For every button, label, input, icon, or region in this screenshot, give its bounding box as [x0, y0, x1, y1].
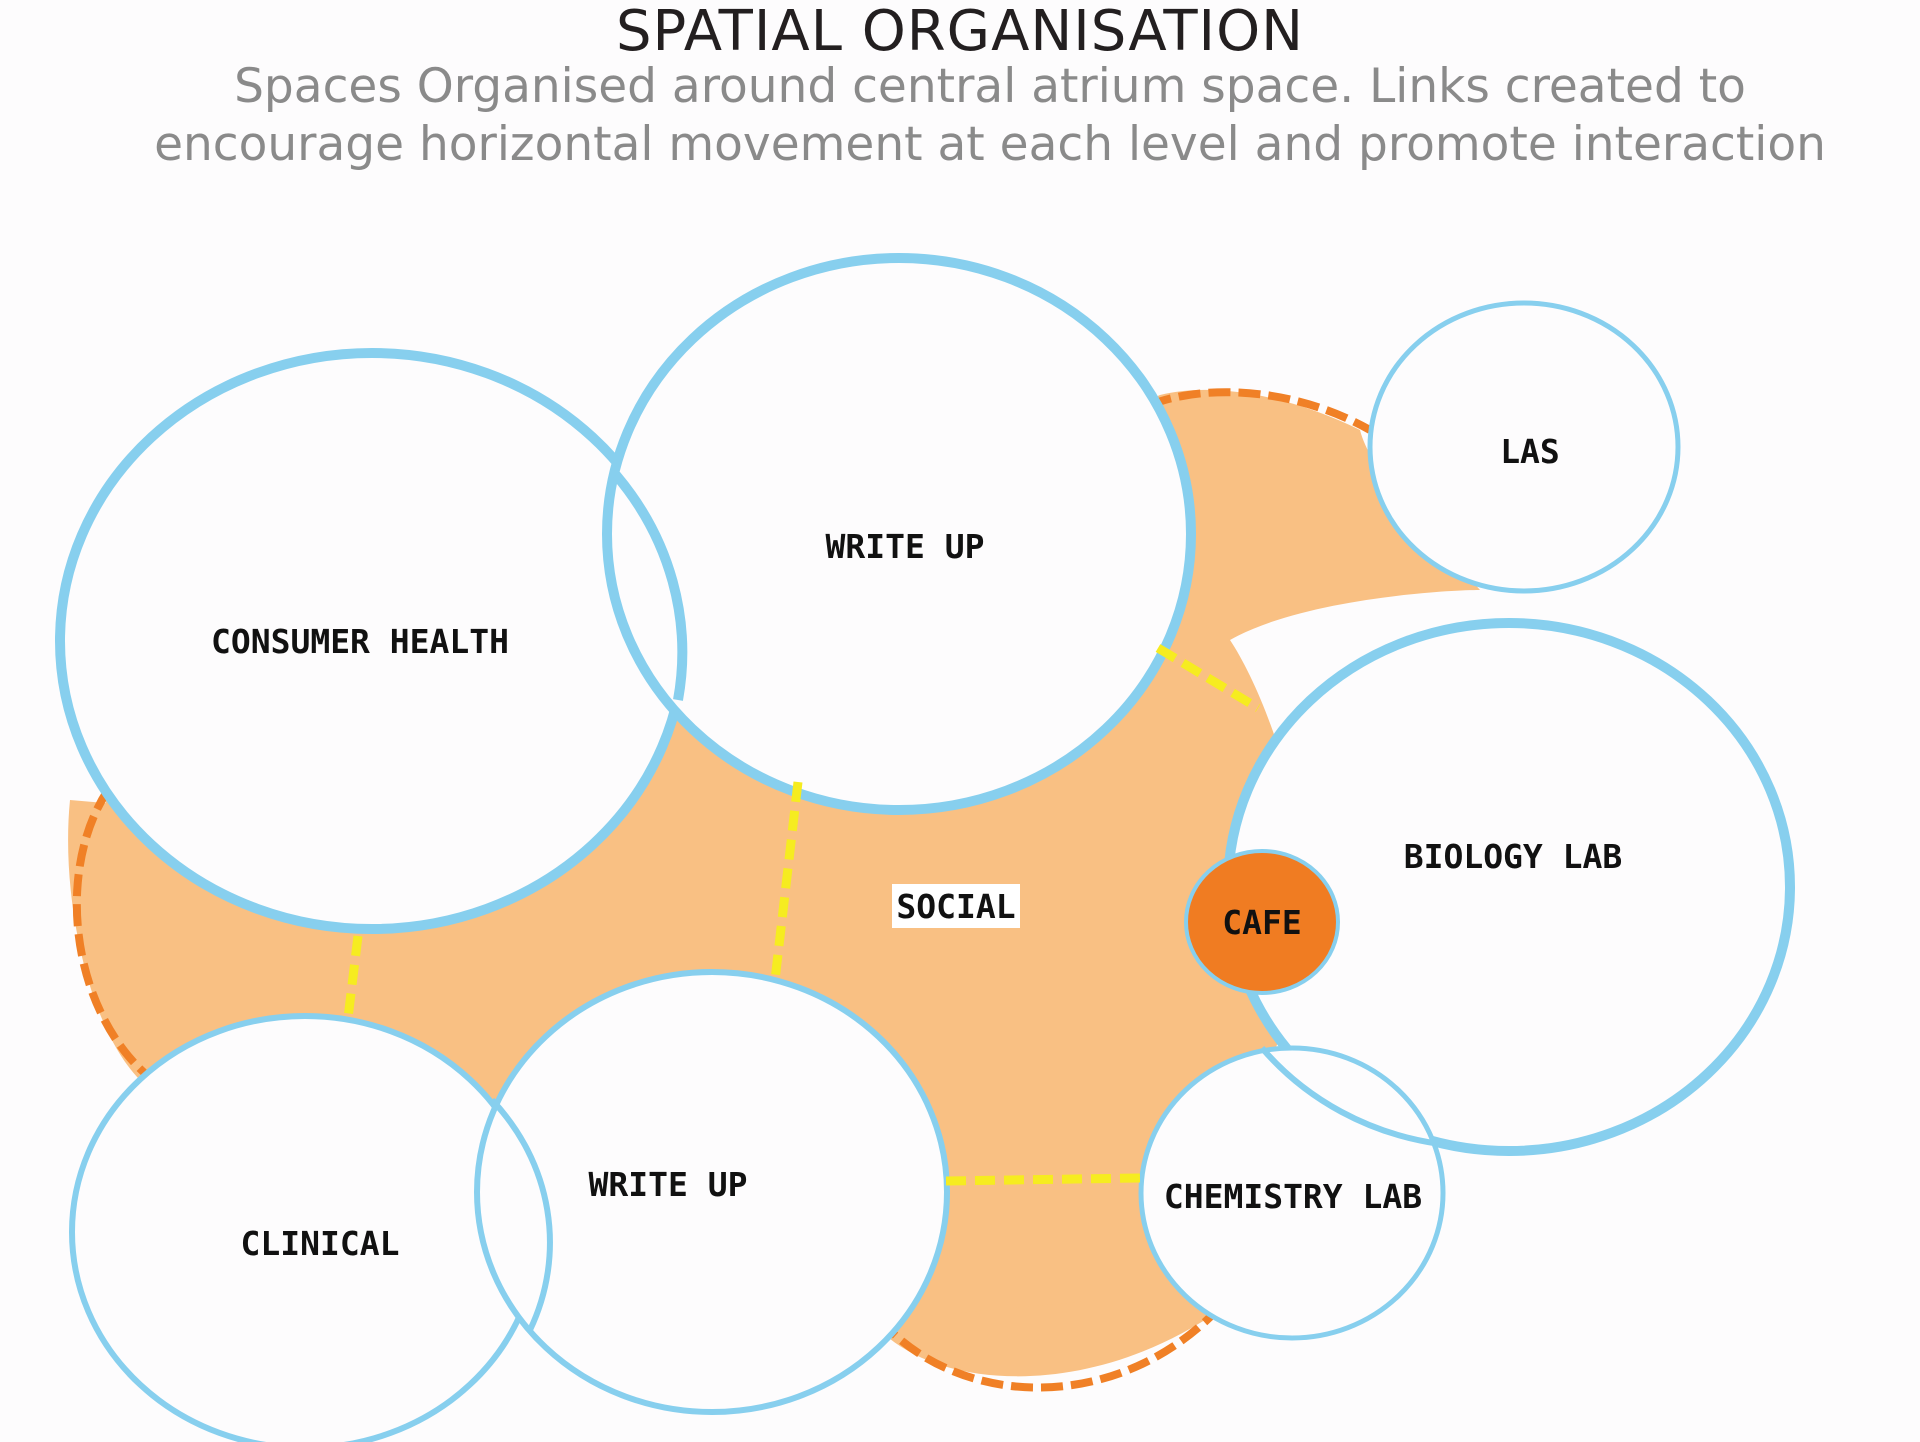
link-consumer-to-clinical [343, 935, 363, 1019]
atrium-edge-left [72, 787, 153, 1082]
space-chemistry-lab [1138, 1045, 1446, 1341]
label-biology-lab: BIOLOGY LAB [1404, 837, 1623, 876]
label-chemistry-lab: CHEMISTRY LAB [1164, 1177, 1422, 1216]
label-write-up-bottom: WRITE UP [589, 1165, 748, 1204]
links [343, 644, 1261, 1186]
space-write-up-bottom [474, 969, 950, 1415]
diagram-subtitle: Spaces Organised around central atrium s… [154, 59, 1826, 172]
social-label-box [892, 884, 1020, 928]
clinical-overlap-arc [489, 1097, 553, 1332]
biology-overlap-arc [1259, 1046, 1441, 1147]
label-social: SOCIAL [896, 887, 1015, 926]
link-write-up-top-to-bottom [770, 781, 803, 981]
link-write-up-to-chemistry [945, 1173, 1141, 1186]
diagram-title: SPATIAL ORGANISATION [615, 0, 1305, 64]
space-las [1367, 300, 1681, 594]
label-cafe: CAFE [1222, 903, 1301, 942]
atrium-edge-top [1148, 388, 1372, 434]
label-write-up-top: WRITE UP [826, 527, 985, 566]
space-write-up-top [602, 253, 1196, 815]
atrium-edge-bottom [877, 1302, 1225, 1392]
label-las: LAS [1500, 432, 1560, 471]
label-consumer-health: CONSUMER HEALTH [211, 622, 509, 661]
space-cafe [1184, 849, 1340, 995]
link-write-up-to-biology [1155, 644, 1261, 712]
label-clinical: CLINICAL [241, 1224, 400, 1263]
consumer-health-overlap-arc [612, 471, 688, 701]
spaces [55, 253, 1795, 1442]
